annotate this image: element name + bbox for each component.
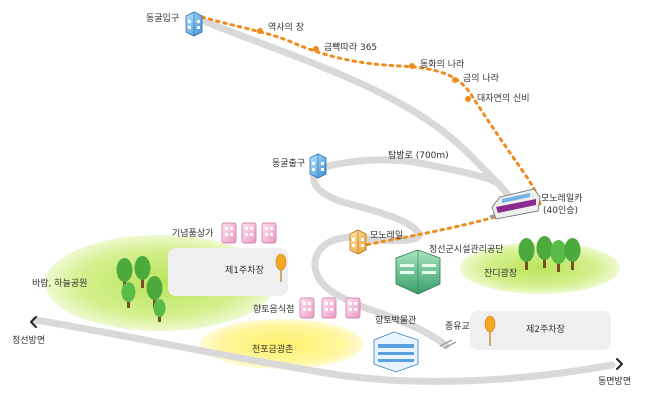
poi-dot-history bbox=[257, 28, 263, 34]
museum-icon bbox=[373, 331, 419, 373]
shop-icon bbox=[221, 222, 277, 244]
chevron-left-icon[interactable] bbox=[30, 316, 37, 328]
poi-dot-fairy bbox=[409, 63, 415, 69]
label-parking1: 제1주차장 bbox=[225, 266, 264, 276]
label-cave-entrance: 동굴입구 bbox=[146, 14, 180, 24]
station-icon bbox=[349, 229, 367, 255]
label-nature-mystery: 대자연의 신비 bbox=[477, 94, 530, 104]
label-walk-365: 금빡따라 365 bbox=[324, 43, 378, 53]
label-fairy-land: 동화의 나라 bbox=[420, 60, 465, 70]
label-to-dongmyeon[interactable]: 동면방면 bbox=[598, 377, 632, 387]
monorail-car-icon bbox=[489, 188, 541, 220]
label-trail-700m: 탐방로 (700m) bbox=[388, 151, 449, 161]
tree-icon bbox=[518, 236, 581, 272]
label-history-field: 역사의 장 bbox=[268, 23, 304, 33]
label-wind-sky-park: 바람, 하늘공원 bbox=[32, 279, 88, 289]
office-building-icon bbox=[395, 249, 441, 295]
label-monorail-capacity: (40인승) bbox=[543, 206, 579, 216]
shop-icon bbox=[299, 297, 361, 319]
bridge-icon bbox=[439, 339, 457, 349]
road-main-lower bbox=[31, 316, 616, 385]
parking1-area bbox=[168, 248, 288, 296]
label-jongyugyo: 종유교 bbox=[445, 322, 470, 332]
label-cheonpo-village: 천포금광촌 bbox=[252, 345, 294, 355]
plaza-area-cheonpo bbox=[200, 319, 364, 369]
label-to-jeongseon[interactable]: 정선방면 bbox=[12, 336, 46, 346]
parking-pin-icon bbox=[484, 315, 496, 346]
park-area-lawn bbox=[460, 242, 620, 294]
trail-dotted-path bbox=[200, 15, 542, 206]
label-lawn-plaza: 잔디광장 bbox=[484, 269, 518, 279]
road-exit-down bbox=[310, 164, 423, 310]
label-cave-exit: 동굴출구 bbox=[272, 159, 306, 169]
label-facility-corp: 정선군시설관리공단 bbox=[429, 245, 504, 255]
label-monorail-car: 모노레일카 bbox=[541, 194, 583, 204]
label-gold-land: 금의 나라 bbox=[463, 74, 499, 84]
label-food-street: 향토음식점 bbox=[253, 305, 295, 315]
parking2-area bbox=[470, 311, 611, 350]
building-icon bbox=[309, 153, 327, 179]
tree-icon bbox=[116, 256, 166, 322]
label-souvenir-shops: 기념품상가 bbox=[172, 229, 214, 239]
road-exit-route bbox=[316, 156, 504, 189]
building-icon bbox=[185, 11, 203, 37]
label-parking2: 제2주차장 bbox=[526, 325, 565, 335]
chevron-right-icon[interactable] bbox=[616, 358, 623, 370]
label-museum: 향토박물관 bbox=[375, 316, 417, 326]
poi-dot-365 bbox=[313, 46, 319, 52]
road-branch-bridge bbox=[356, 302, 450, 350]
poi-dot-gold bbox=[452, 77, 458, 83]
poi-dot-nature bbox=[465, 96, 471, 102]
parking-pin-icon bbox=[275, 253, 287, 282]
label-monorail-station: 모노레일 bbox=[370, 231, 404, 241]
